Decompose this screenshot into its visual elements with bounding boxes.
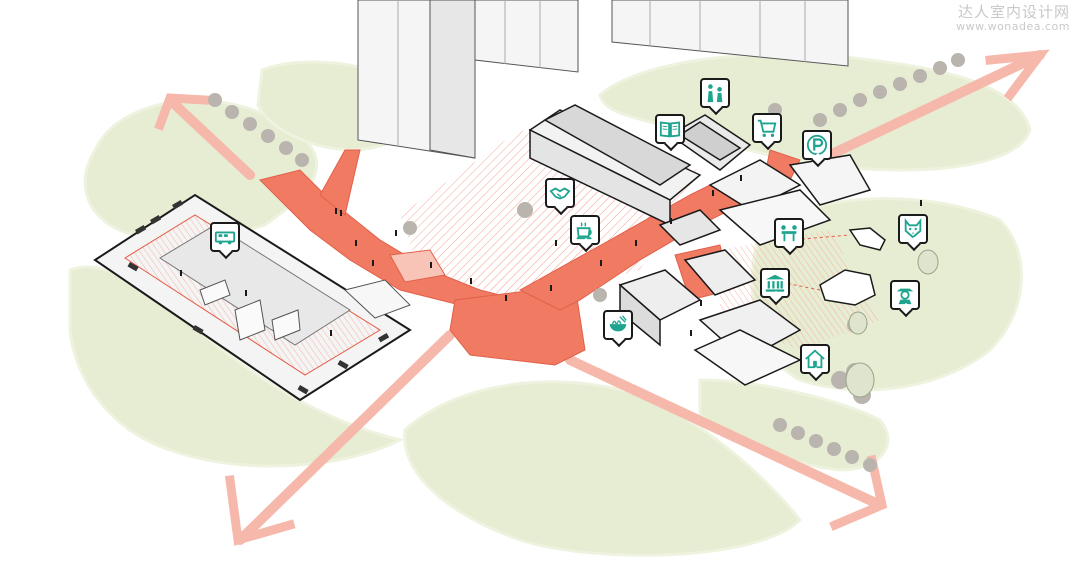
coffee-cup-icon: [570, 215, 600, 245]
animal-outlines: [819, 227, 886, 306]
arrow-northeast: [825, 50, 1045, 160]
tower-block-2: [474, 0, 579, 73]
arrowheads: [154, 49, 1050, 546]
farmer-icon: [890, 280, 920, 310]
central-buildings: [528, 104, 872, 386]
noodle-bowl-icon: [603, 310, 633, 340]
rv-camper-icon: [210, 222, 240, 252]
tree-row-se: [773, 418, 877, 472]
parked-cars: [127, 200, 390, 395]
watermark: 达人室内设计网 www.wonadea.com: [956, 3, 1070, 34]
arrowhead-southwest: [224, 474, 296, 546]
animal-shape-2: [819, 269, 876, 306]
arrow-northwest: [165, 95, 255, 180]
restaurant-front: [619, 283, 661, 347]
museum-building: [683, 249, 757, 296]
arrowhead-southeast: [829, 454, 888, 531]
museum-icon: [760, 268, 790, 298]
book-icon: [655, 114, 685, 144]
small-barrel-building: [658, 209, 722, 246]
tower-buildings: [357, 0, 849, 159]
tower-block-1-side: [429, 0, 476, 159]
parking-icon: [802, 130, 832, 160]
garage-entry-ramp: [343, 279, 411, 319]
meeting-table-icon: [774, 218, 804, 248]
arrow-southeast: [565, 355, 885, 510]
watermark-url: www.wonadea.com: [956, 20, 1070, 34]
path-stripe-crossing: [389, 249, 446, 283]
balloon-3: [845, 362, 875, 398]
animal-shape-1: [848, 227, 886, 251]
shopping-cart-icon: [752, 113, 782, 143]
handshake-icon: [545, 178, 575, 208]
watermark-brand: 达人室内设计网: [957, 3, 1070, 21]
tower-block-3: [611, 0, 849, 67]
courtyard-block: [718, 189, 832, 246]
parking-garage: [93, 193, 412, 402]
balloon-2: [848, 311, 868, 335]
hot-air-balloons: [845, 249, 939, 398]
dog-icon: [898, 214, 928, 244]
arrowhead-northeast: [985, 49, 1050, 102]
people-icon: [700, 78, 730, 108]
arrowhead-northwest: [154, 93, 210, 131]
sawtooth-roof: [678, 121, 742, 161]
balloon-1: [917, 249, 939, 275]
row-houses: [708, 159, 802, 211]
long-hall-roof: [543, 104, 692, 186]
tree-row-nw: [208, 93, 309, 167]
connection-arrows: [165, 50, 1045, 545]
house-icon: [800, 344, 830, 374]
green-area-south: [403, 380, 803, 557]
garage-structures: [199, 279, 301, 341]
arrow-southwest: [235, 330, 455, 545]
